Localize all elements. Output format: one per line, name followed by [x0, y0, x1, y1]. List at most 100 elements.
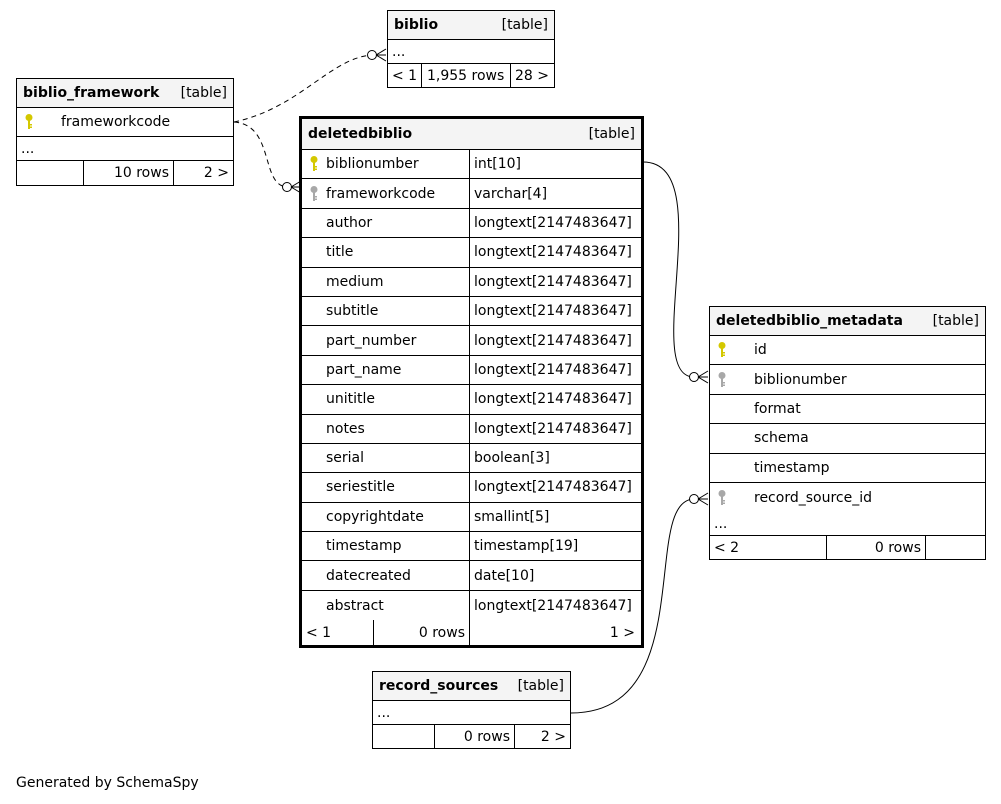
- table-header: deletedbiblio_metadata [table]: [710, 307, 985, 336]
- column-row-seriestitle: seriestitle longtext[2147483647]: [302, 473, 641, 503]
- column-name-cell: datecreated: [302, 561, 470, 590]
- table-type: [table]: [180, 85, 227, 101]
- column-name: schema: [754, 430, 809, 447]
- footer-parents: [373, 725, 435, 748]
- column-name: frameworkcode: [61, 114, 171, 131]
- foreign-key-icon: [710, 483, 734, 512]
- column-row-schema: schema: [710, 424, 985, 454]
- column-row-record_source_id: record_source_id: [710, 483, 985, 512]
- column-name-cell: notes: [302, 414, 470, 443]
- primary-key-icon: [710, 336, 734, 364]
- table-footer: < 1 1,955 rows 28 >: [388, 64, 554, 87]
- footer-parents: < 1: [388, 64, 422, 87]
- table-type: [table]: [501, 17, 548, 33]
- footer-rows: 0 rows: [827, 536, 926, 560]
- column-row-frameworkcode: frameworkcode: [17, 108, 233, 138]
- table-ellipsis-row: ...: [388, 40, 554, 64]
- column-datatype: longtext[2147483647]: [474, 273, 632, 290]
- relation-framework-deletedbiblio: [233, 121, 288, 188]
- table-name: deletedbiblio_metadata: [716, 313, 903, 329]
- column-name: frameworkcode: [326, 185, 436, 202]
- column-name: copyrightdate: [326, 508, 424, 525]
- column-datatype: longtext[2147483647]: [474, 420, 632, 437]
- table-name: biblio: [394, 17, 439, 33]
- footer-rows: 0 rows: [435, 725, 515, 748]
- footer-rows: 0 rows: [374, 620, 470, 646]
- column-datatype: date[10]: [474, 567, 535, 584]
- column-name-cell: copyrightdate: [302, 502, 470, 532]
- column-name: author: [326, 214, 373, 231]
- table-footer: 0 rows 2 >: [373, 725, 570, 748]
- column-name-cell: part_name: [302, 355, 470, 385]
- foreign-key-icon: [302, 444, 326, 472]
- relation-framework-biblio-crowfoot: [375, 48, 387, 62]
- column-datatype: boolean[3]: [474, 450, 550, 467]
- column-datatype: longtext[2147483647]: [474, 479, 632, 496]
- column-row-biblionumber: biblionumber: [710, 365, 985, 395]
- table-biblio-framework[interactable]: biblio_framework [table] frameworkcode .…: [16, 78, 234, 187]
- column-name: datecreated: [326, 567, 411, 584]
- footer-parents: < 2: [710, 536, 827, 560]
- foreign-key-icon: [302, 415, 326, 443]
- table-ellipsis-row: ...: [710, 512, 985, 537]
- column-name: timestamp: [326, 538, 402, 555]
- table-header: biblio [table]: [388, 11, 554, 40]
- table-record-sources[interactable]: record_sources [table] ... 0 rows 2 >: [372, 671, 571, 749]
- ellipsis: ...: [392, 43, 406, 60]
- column-datatype: longtext[2147483647]: [474, 244, 632, 261]
- foreign-key-icon: [710, 365, 734, 393]
- relation-deletedbiblio-metadata-optional-marker: [689, 372, 699, 382]
- relation-framework-biblio: [233, 54, 373, 123]
- footer-children: [926, 536, 985, 559]
- column-name: abstract: [326, 597, 384, 614]
- column-datatype: longtext[2147483647]: [474, 303, 632, 320]
- column-name: part_name: [326, 361, 402, 378]
- column-datatype: longtext[2147483647]: [474, 391, 632, 408]
- relation-framework-biblio-optional-marker: [367, 50, 377, 60]
- relation-recordsources-metadata: [570, 498, 695, 714]
- generated-by-caption: Generated by SchemaSpy: [16, 775, 199, 791]
- column-name-cell: seriestitle: [302, 473, 470, 502]
- table-ellipsis-row: ...: [17, 137, 233, 162]
- foreign-key-icon: [302, 473, 326, 501]
- column-row-abstract: abstract longtext[2147483647]: [302, 590, 641, 621]
- foreign-key-icon: [302, 503, 326, 531]
- relation-recordsources-metadata-crowfoot: [697, 492, 709, 506]
- column-datatype: longtext[2147483647]: [474, 597, 632, 614]
- ellipsis: ...: [21, 140, 35, 157]
- table-name: biblio_framework: [23, 85, 160, 101]
- table-ellipsis-row: ...: [373, 701, 570, 725]
- column-name: seriestitle: [326, 479, 395, 496]
- column-name: part_number: [326, 332, 417, 349]
- table-footer: < 1 0 rows 1 >: [302, 620, 641, 646]
- table-biblio[interactable]: biblio [table] ... < 1 1,955 rows 28 >: [387, 10, 555, 88]
- relation-framework-deletedbiblio-optional-marker: [282, 182, 292, 192]
- ellipsis: ...: [377, 704, 391, 721]
- column-name: record_source_id: [754, 489, 872, 506]
- foreign-key-icon: [302, 238, 326, 266]
- column-row-timestamp: timestamp: [710, 454, 985, 483]
- column-row-medium: medium longtext[2147483647]: [302, 267, 641, 297]
- column-name: format: [754, 400, 801, 417]
- column-datatype: int[10]: [474, 156, 521, 173]
- column-name: medium: [326, 273, 384, 290]
- column-name-cell: part_number: [302, 326, 470, 355]
- foreign-key-icon: [302, 561, 326, 589]
- column-name-cell: medium: [302, 267, 470, 296]
- column-row-notes: notes longtext[2147483647]: [302, 414, 641, 444]
- column-name: notes: [326, 420, 365, 437]
- table-name: deletedbiblio: [308, 126, 413, 142]
